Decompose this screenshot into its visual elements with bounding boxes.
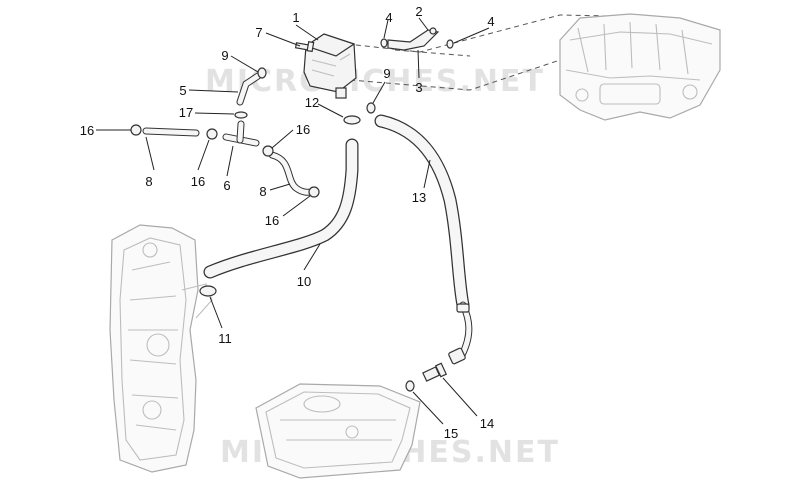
oring-17: [234, 111, 248, 119]
callout-9-b: 9: [383, 66, 390, 81]
callout-13: 13: [412, 190, 426, 205]
clamp-9-a: [257, 67, 267, 79]
reference-dashes: [328, 14, 661, 91]
clamp-16-a: [130, 124, 142, 136]
callout-14: 14: [480, 416, 494, 431]
callout-16-b: 16: [191, 174, 205, 189]
callout-3: 3: [415, 80, 422, 95]
grommet-12: [343, 115, 361, 125]
callout-5: 5: [179, 83, 186, 98]
callout-16-a: 16: [80, 123, 94, 138]
clamp-16-d: [308, 186, 320, 198]
clamp-16-b: [206, 128, 218, 140]
bolt-7: [294, 41, 315, 53]
clamp-16-c: [262, 145, 274, 157]
callout-11: 11: [218, 331, 232, 346]
callout-12: 12: [305, 95, 319, 110]
callout-9-a: 9: [221, 48, 228, 63]
hose-10: [203, 138, 359, 279]
washer-4-b: [446, 39, 454, 49]
elbow-5: [236, 72, 262, 106]
hose-8-middle: [268, 151, 318, 196]
callout-8-a: 8: [145, 174, 152, 189]
hose-13: [374, 114, 473, 359]
callout-7: 7: [255, 25, 262, 40]
callout-16-c: 16: [296, 122, 310, 137]
hose-8-left: [142, 127, 200, 137]
washer-15: [405, 380, 415, 392]
callout-numbers: 1 2 3 4 4 5 6 7 8 8 9 9 10 11 12 13 14 1…: [80, 4, 495, 441]
callout-1: 1: [292, 10, 299, 25]
callout-17: 17: [179, 105, 193, 120]
fitting-14: [422, 347, 466, 382]
callout-10: 10: [297, 274, 311, 289]
engine-cylinder-head: [559, 13, 721, 121]
callout-2: 2: [415, 4, 422, 19]
clamp-11: [199, 285, 217, 297]
callout-4-b: 4: [487, 14, 494, 29]
callout-16-d: 16: [265, 213, 279, 228]
callout-6: 6: [223, 178, 230, 193]
callout-8-b: 8: [259, 184, 266, 199]
callout-4-a: 4: [385, 10, 392, 25]
oil-sump: [255, 383, 421, 479]
washer-4-a: [380, 38, 388, 48]
engine-crankcase: [109, 224, 213, 473]
bracket-2: [387, 27, 440, 51]
clamp-9-b: [366, 102, 376, 114]
leader-lines: [96, 17, 490, 425]
callout-15: 15: [444, 426, 458, 441]
tee-6: [222, 120, 260, 147]
